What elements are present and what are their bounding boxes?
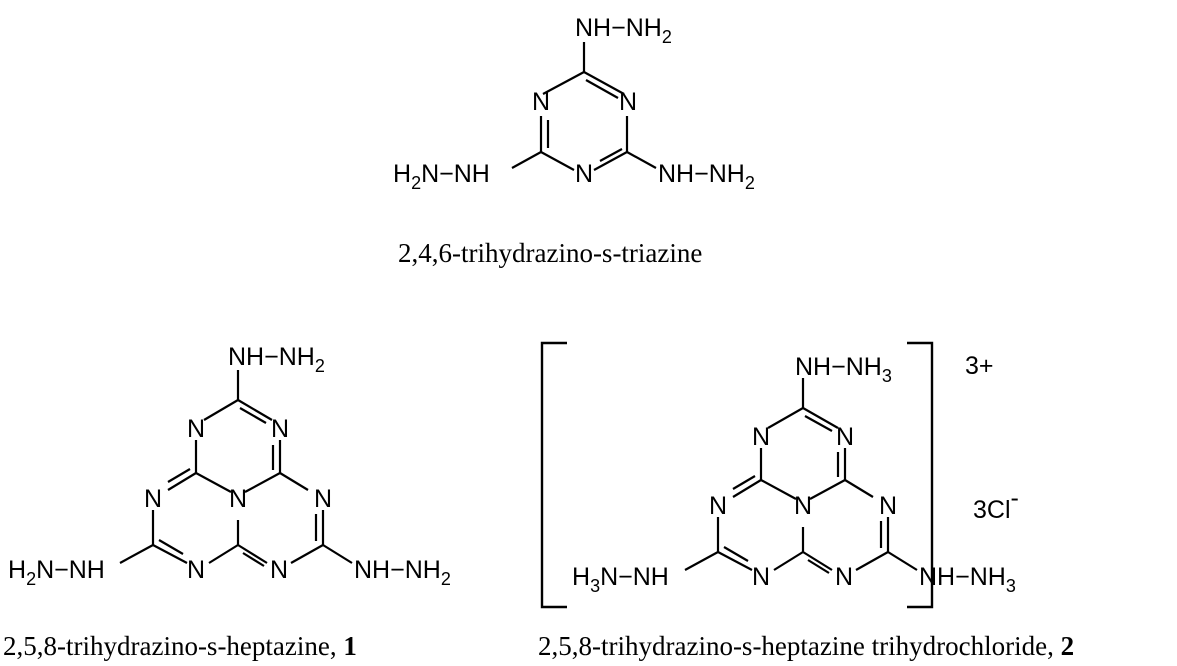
ring-n-label: N xyxy=(271,415,289,443)
ammonium-left-label: H3N−NH xyxy=(572,563,669,596)
hydrazino-top-label: NH−NH2 xyxy=(228,343,325,376)
heptazine-salt-caption: 2,5,8-trihydrazino-s-heptazine trihydroc… xyxy=(538,631,1074,661)
ring-n-label: N xyxy=(752,563,770,591)
triazine-caption: 2,4,6-trihydrazino-s-triazine xyxy=(398,238,702,268)
ring-n-label: N xyxy=(575,160,593,188)
ammonium-right-label: NH−NH3 xyxy=(919,563,1016,596)
ring-n-label: N xyxy=(619,88,637,116)
hydrazino-left-label: H2N−NH xyxy=(393,160,490,193)
ring-n-label: N xyxy=(794,492,812,520)
ring-n-label: N xyxy=(270,556,288,584)
ring-n-label: N xyxy=(752,423,770,451)
triazine-structure: NH−NH2 N N N H2N−NH NH−NH2 xyxy=(393,14,755,193)
ring-n-label: N xyxy=(187,415,205,443)
ring-n-label: N xyxy=(144,485,162,513)
left-bracket xyxy=(540,341,567,609)
counter-ion-label: 3Cl- xyxy=(973,484,1019,524)
ring-n-label: N xyxy=(187,556,205,584)
ammonium-top-label: NH−NH3 xyxy=(795,353,892,386)
ring-n-label: N xyxy=(879,492,897,520)
ring-n-label: N xyxy=(709,492,727,520)
ring-n-label: N xyxy=(836,423,854,451)
hydrazino-left-label: H2N−NH xyxy=(8,556,105,589)
hydrazino-top-label: NH−NH2 xyxy=(575,14,672,47)
ring-n-label: N xyxy=(835,563,853,591)
heptazine-structure: NH−NH2 N N N N N N N H2N−NH NH−NH2 xyxy=(8,343,451,589)
ring-n-label: N xyxy=(229,485,247,513)
ring-n-label: N xyxy=(314,485,332,513)
heptazine-salt-structure: 3+ 3Cl- NH−NH xyxy=(540,341,1019,609)
hydrazino-right-label: NH−NH2 xyxy=(354,556,451,589)
charge-label: 3+ xyxy=(965,352,994,380)
right-bracket xyxy=(907,341,934,609)
hydrazino-right-label: NH−NH2 xyxy=(658,160,755,193)
heptazine-caption: 2,5,8-trihydrazino-s-heptazine, 1 xyxy=(3,631,357,661)
ring-n-label: N xyxy=(532,88,550,116)
